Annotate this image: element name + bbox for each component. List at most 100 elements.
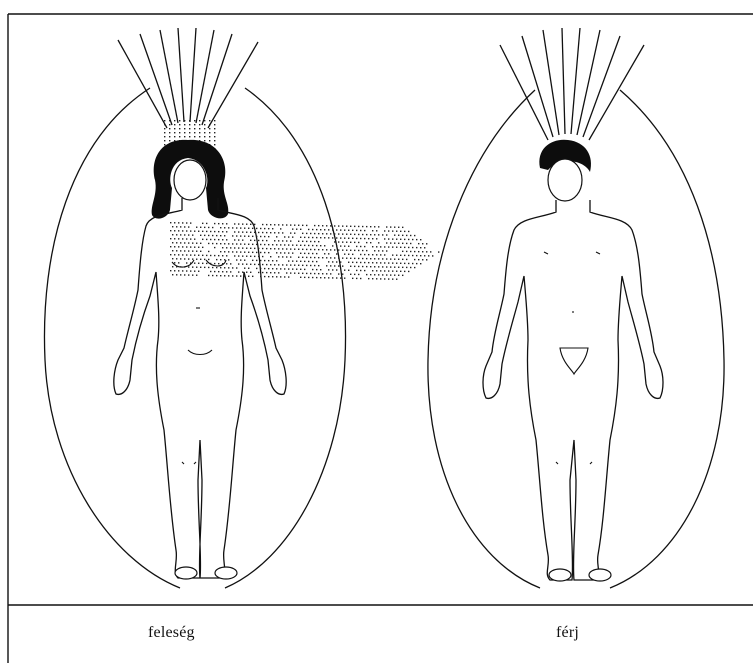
glow-dot [252, 252, 253, 253]
glow-dot [396, 279, 397, 280]
glow-dot [194, 254, 195, 255]
glow-dot [210, 231, 211, 232]
glow-dot [189, 128, 190, 129]
glow-dot [364, 262, 365, 263]
glow-dot [400, 247, 401, 248]
glow-dot [352, 262, 353, 263]
glow-dot [172, 242, 173, 243]
glow-dot [404, 255, 405, 256]
glow-dot [336, 245, 337, 246]
glow-dot [402, 251, 403, 252]
glow-dot [228, 227, 229, 228]
glow-dot [356, 262, 357, 263]
glow-dot [286, 256, 287, 257]
glow-dot [196, 275, 197, 276]
glow-dot [328, 229, 329, 230]
glow-dot [388, 262, 389, 263]
glow-dot [176, 242, 177, 243]
glow-dot [334, 249, 335, 250]
glow-dot [374, 274, 375, 275]
glow-dot [184, 124, 185, 125]
glow-dot [252, 236, 253, 237]
glow-dot [306, 233, 307, 234]
glow-dot [242, 255, 243, 256]
glow-dot [386, 226, 387, 227]
glow-dot [374, 250, 375, 251]
glow-dot [400, 271, 401, 272]
glow-dot [236, 227, 237, 228]
glow-dot [360, 254, 361, 255]
glow-dot [322, 225, 323, 226]
glow-dot [274, 224, 275, 225]
glow-dot [326, 249, 327, 250]
glow-dot [174, 230, 175, 231]
glow-dot [182, 230, 183, 231]
glow-dot [404, 263, 405, 264]
glow-dot [262, 272, 263, 273]
glow-dot [294, 264, 295, 265]
glow-dot [238, 247, 239, 248]
glow-dot [169, 132, 170, 133]
glow-dot [204, 235, 205, 236]
glow-dot [189, 124, 190, 125]
glow-dot [210, 271, 211, 272]
glow-dot [332, 269, 333, 270]
glow-dot [186, 230, 187, 231]
glow-dot [190, 262, 191, 263]
glow-dot [190, 238, 191, 239]
glow-dot [374, 258, 375, 259]
glow-dot [228, 259, 229, 260]
glow-dot [188, 274, 189, 275]
glow-dot [194, 270, 195, 271]
glow-dot [420, 263, 421, 264]
glow-dot [396, 231, 397, 232]
glow-dot [302, 241, 303, 242]
glow-dot [338, 249, 339, 250]
glow-dot [320, 229, 321, 230]
glow-dot [232, 275, 233, 276]
glow-dot [412, 247, 413, 248]
glow-dot [232, 235, 233, 236]
glow-dot [199, 132, 200, 133]
glow-dot [228, 251, 229, 252]
glow-dot [314, 273, 315, 274]
glow-dot [402, 275, 403, 276]
glow-dot [164, 124, 165, 125]
glow-dot [194, 262, 195, 263]
glow-dot [164, 128, 165, 129]
glow-dot [252, 260, 253, 261]
glow-dot [262, 248, 263, 249]
glow-dot [300, 229, 301, 230]
glow-dot [174, 254, 175, 255]
glow-dot [218, 263, 219, 264]
glow-dot [338, 265, 339, 266]
glow-dot [220, 275, 221, 276]
glow-dot [356, 238, 357, 239]
glow-dot [278, 248, 279, 249]
glow-dot [270, 256, 271, 257]
glow-dot [316, 277, 317, 278]
glow-dot [194, 120, 195, 121]
glow-dot [350, 234, 351, 235]
glow-dot [346, 234, 347, 235]
glow-dot [408, 255, 409, 256]
glow-dot [232, 227, 233, 228]
glow-dot [176, 226, 177, 227]
glow-dot [322, 257, 323, 258]
glow-dot [164, 120, 165, 121]
glow-dot [366, 258, 367, 259]
glow-dot [220, 267, 221, 268]
glow-dot [354, 266, 355, 267]
glow-dot [208, 275, 209, 276]
glow-dot [330, 257, 331, 258]
glow-dot [278, 224, 279, 225]
glow-dot [174, 132, 175, 133]
glow-dot [364, 246, 365, 247]
glow-dot [290, 232, 291, 233]
glow-dot [406, 259, 407, 260]
glow-dot [204, 227, 205, 228]
glow-dot [324, 229, 325, 230]
glow-dot [376, 238, 377, 239]
glow-dot [220, 227, 221, 228]
glow-dot [334, 265, 335, 266]
